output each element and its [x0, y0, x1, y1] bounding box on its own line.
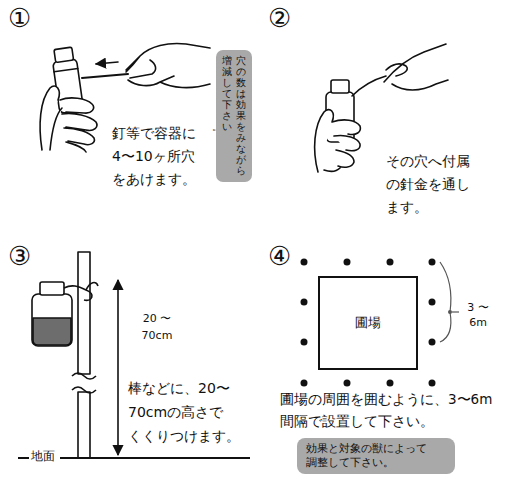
instruction-text: 棒などに、20〜 70cmの高さで くくりつけます。: [128, 376, 250, 448]
post-dot: [344, 259, 351, 266]
post-dot: [301, 299, 308, 306]
bottle-liquid: [33, 318, 71, 345]
step-number: ①: [8, 4, 31, 33]
step-number: ②: [268, 4, 291, 33]
left-hand: [40, 86, 97, 152]
step-number: ④: [268, 242, 291, 271]
bottle-cap: [54, 47, 74, 62]
post-dot: [387, 380, 394, 387]
left-hand: [315, 110, 361, 172]
panel4-figure: [301, 259, 460, 387]
post-dot: [429, 339, 436, 346]
panel3-figure: [18, 252, 250, 458]
dimension-label: 3 〜 6m: [461, 300, 495, 330]
bottle-cap: [331, 80, 349, 93]
node-text: 圃場: [355, 314, 381, 332]
interval-bracket: [440, 262, 451, 342]
node-text: 効果と対象の獣によって 調整して下さい。: [306, 442, 446, 470]
leader-line: [452, 311, 459, 312]
node-text: 穴の数は効果をみながら 増減して下さい。: [222, 55, 246, 177]
post-dot: [429, 380, 436, 387]
post-dot: [387, 259, 394, 266]
post-dot: [429, 259, 436, 266]
post-dot: [301, 380, 308, 387]
step-number: ③: [8, 242, 31, 271]
ground-label: 地面: [31, 448, 55, 464]
right-hand: [384, 44, 448, 90]
height-arrow: [117, 280, 119, 455]
bottle-line: [54, 68, 78, 71]
pole-lower: [78, 392, 90, 458]
note-box: 穴の数は効果をみながら 増減して下さい。: [216, 50, 252, 182]
pole-break: [72, 373, 96, 393]
post-dot: [301, 259, 308, 266]
instruction-text: 釘等で容器に 4〜10ヶ所穴 をあけます。: [112, 122, 216, 191]
instruction-text: 圃場の周囲を囲むように、3〜6m 間隔で設置して下さい。: [280, 388, 500, 432]
panel2-figure: [315, 44, 448, 172]
post-dot: [301, 339, 308, 346]
bracket-point: [448, 310, 452, 314]
bottle-body: [32, 294, 72, 346]
wire: [352, 76, 386, 96]
post-dot: [344, 380, 351, 387]
ground-line: [18, 457, 29, 459]
post-dot: [429, 299, 436, 306]
ground-line: [60, 457, 250, 459]
wire: [64, 283, 98, 301]
note-box: 効果と対象の獣によって 調整して下さい。: [297, 438, 455, 474]
dimension-label: 20 〜 70cm: [136, 310, 178, 344]
bottle-cap: [40, 282, 64, 295]
motion-arrow: [96, 62, 118, 64]
instruction-text: その穴へ付属 の針金を通し ます。: [386, 150, 490, 219]
nail: [82, 74, 128, 78]
pole-upper: [78, 252, 90, 374]
right-hand: [126, 44, 210, 88]
field-rect: 圃場: [318, 276, 418, 370]
